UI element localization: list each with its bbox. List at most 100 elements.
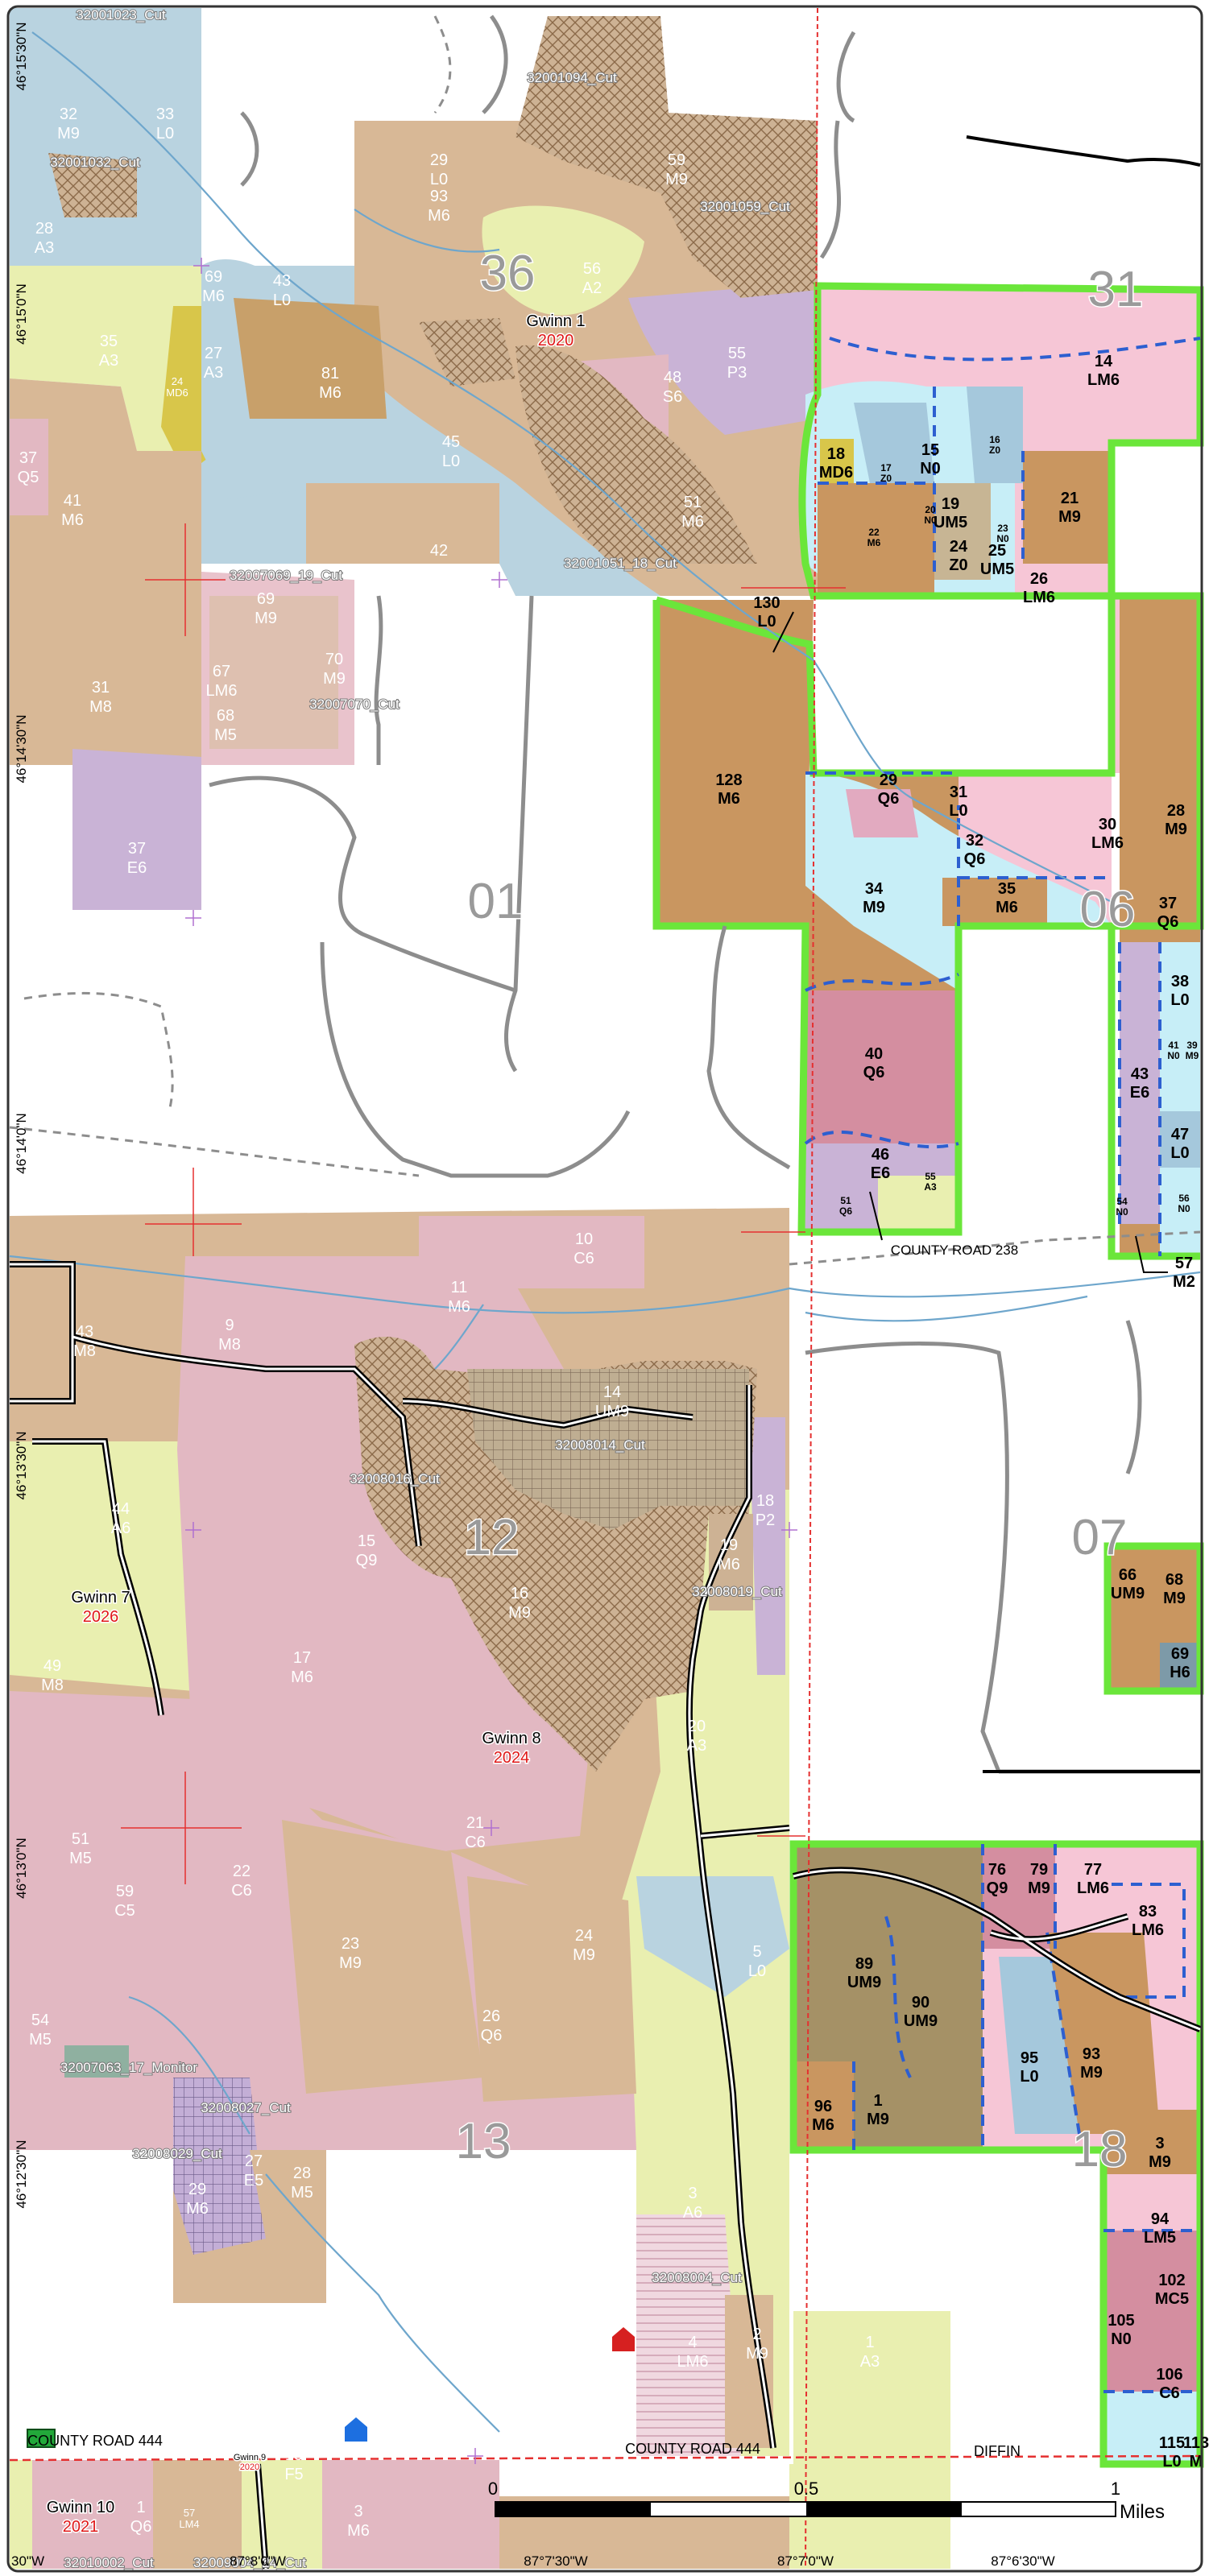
stand-number: 16 [511,1585,528,1602]
stand-number: 93 [430,188,448,205]
managed-stand-code: LM5 [1144,2229,1176,2247]
managed-stand-code: M [1190,2453,1203,2471]
managed-stand-number: 69 [1171,1645,1189,1663]
stand-code: M8 [73,1342,96,1360]
managed-stand-number: 89 [855,1955,873,1973]
road-label-cr444-east: COUNTY ROAD 444 [625,2441,760,2457]
managed-stand-code: C6 [1159,2384,1180,2402]
managed-stand-code: M6 [718,790,740,808]
stand-code: E6 [127,859,147,877]
stand-code: LM6 [206,682,238,700]
stand-code: LM6 [677,2353,709,2371]
managed-stand-number: 40 [865,1045,883,1063]
stand-code: E5 [244,2172,263,2189]
managed-stand-number: 1 [873,2092,882,2110]
stand-number: 41 [64,492,81,510]
managed-stand-number: 34 [865,880,884,898]
road-label-cr444-west: COUNTY ROAD 444 [27,2433,163,2449]
managed-stand-code: E6 [871,1164,890,1182]
stand-code: M9 [255,610,277,627]
managed-stand-code: M9 [1186,1050,1199,1061]
stand-code: L0 [273,292,291,309]
stand-code: L0 [442,453,460,470]
managed-stand-code: N0 [1167,1050,1180,1061]
sale-year: 2020 [240,2462,259,2472]
managed-stand-code: A3 [924,1181,937,1193]
managed-stand-code: N0 [996,533,1009,544]
managed-stand-number: 54 [1116,1196,1128,1207]
stand-code: M9 [508,1604,531,1622]
stand-code: A3 [35,239,54,257]
managed-stand-code: Z0 [880,473,892,484]
stand-polygons [10,8,950,2569]
stand-number: 56 [583,260,601,278]
managed-stand-code: L0 [1020,2068,1038,2086]
managed-stand-code: N0 [924,515,937,526]
streams [9,31,1201,2433]
scale-tick-1: 1 [1111,2479,1120,2499]
cut-label: 32001051_18_Cut [564,556,677,571]
latitude-label: 46°14'0"N [14,1113,29,1174]
cut-label: 32001094_Cut [527,70,617,85]
stand-number: 44 [112,1500,130,1518]
stand-code: C5 [114,1902,135,1920]
stand-number: 69 [205,268,222,286]
stand-number: 3 [688,2185,697,2202]
stand-number: 51 [684,494,702,511]
managed-stand-code: N0 [1111,2330,1132,2348]
stand-number: 21 [466,1814,484,1832]
cut-label: 32001032_Cut [50,155,140,170]
stand-code: M6 [319,384,342,402]
sale-name: Gwinn 9 [234,2453,266,2462]
stand-code: M6 [681,513,704,531]
stand-code: P3 [727,364,747,382]
stand-number: 22 [233,1863,250,1880]
stand-code: M6 [291,1668,313,1686]
stand-number: 19 [720,1536,738,1554]
stand-code: A3 [99,352,118,370]
managed-stand-code: LM6 [1023,589,1055,606]
stand-code: M9 [339,1954,362,1972]
latitude-label: 46°12'30"N [14,2140,29,2208]
roads [9,14,1202,2570]
managed-stand-code: M9 [1149,2153,1171,2171]
managed-stand-number: 17 [880,462,892,473]
managed-stand-code: Q6 [878,790,900,808]
managed-stand-code: M9 [867,2111,889,2128]
road-label-diffin: DIFFIN [974,2443,1021,2459]
stand-number: 28 [293,2165,311,2182]
section-number-36: 36 [480,246,536,301]
stand-code: M9 [57,125,80,143]
cut-label: 32010002_Cut [64,2555,154,2570]
managed-stand-code: M2 [1173,1273,1195,1291]
latitude-label: 46°15'30"N [14,22,29,90]
stand-number: 1 [136,2499,145,2516]
sale-name: Gwinn 7 [71,1589,130,1606]
scale-unit: Miles [1120,2501,1165,2523]
managed-stand-code: H6 [1170,1664,1190,1681]
cut-label: 32001023_Cut [76,7,166,23]
section-number-07: 07 [1072,1510,1128,1565]
map-frame [6,5,1203,2573]
managed-stand-number: 23 [997,523,1008,534]
stand-number: 15 [285,2446,303,2464]
stand-code: L0 [748,1962,766,1980]
stand-number: 60 [515,17,532,35]
managed-stand-number: 105 [1108,2312,1134,2330]
managed-stand-code: M9 [863,899,885,916]
managed-stand-number: 66 [1119,1566,1137,1584]
managed-stand-number: 79 [1030,1861,1048,1879]
stand-number: 57 [184,2507,195,2519]
managed-stand-number: 16 [989,434,1000,445]
managed-stand-code: E6 [1130,1084,1149,1102]
managed-stand-code: Q9 [987,1879,1008,1897]
stand-number: 2 [752,2326,761,2343]
stand-code: Q9 [356,1552,378,1569]
stand-code: P2 [756,1511,775,1529]
stand-number: 43 [273,272,291,290]
managed-stand-code: Z0 [949,556,967,574]
leader-lines [772,611,1168,1273]
latitude-label: 46°15'0"N [14,283,29,345]
stand-number: 18 [756,1492,774,1510]
